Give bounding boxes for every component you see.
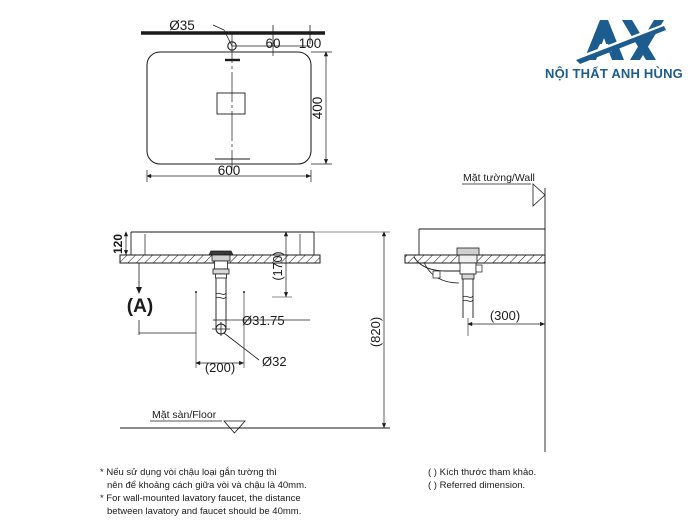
note-left-line-1: * Nếu sử dụng vòi chậu loại gắn tường th… bbox=[100, 467, 277, 478]
notes-left: * Nếu sử dụng vòi chậu loại gắn tường th… bbox=[100, 466, 307, 518]
brand-logo: NỘI THẤT ANH HÙNG bbox=[538, 14, 690, 86]
total-height-label: (820) bbox=[368, 317, 383, 347]
top-view-group bbox=[141, 24, 332, 182]
trap-height-label: (170) bbox=[271, 251, 285, 280]
basin-outline bbox=[146, 51, 312, 165]
note-right-line-2: ( ) Referred dimension. bbox=[428, 480, 526, 491]
trap-outlet-diameter-label: Ø32 bbox=[262, 354, 287, 369]
notes-right: ( ) Kích thước tham khảo. ( ) Referred d… bbox=[428, 466, 536, 492]
company-name: NỘI THẤT ANH HÙNG bbox=[545, 66, 683, 81]
floor-offset-label: (200) bbox=[205, 360, 235, 375]
top-view-hole-diameter-label: Ø35 bbox=[169, 18, 195, 33]
wall-label: Mặt tường/Wall bbox=[463, 172, 535, 184]
drain-square bbox=[216, 92, 246, 115]
top-view-offset-100-label: 100 bbox=[299, 36, 322, 51]
note-left-line-2: nên để khoảng cách giữa vòi và chậu là 4… bbox=[107, 480, 307, 491]
note-left-line-3: * For wall-mounted lavatory faucet, the … bbox=[100, 493, 301, 504]
top-view-offset-60-label: 60 bbox=[265, 36, 280, 51]
side-section-group bbox=[404, 183, 546, 452]
detail-marker-a-label: (A) bbox=[127, 296, 153, 317]
drain-pipe-diameter-label: Ø31.75 bbox=[242, 313, 285, 328]
top-view-width-label: 600 bbox=[218, 163, 241, 178]
basin-height-label: 120 bbox=[111, 234, 125, 254]
top-view-depth-label: 400 bbox=[310, 97, 325, 120]
wall-marker-triangle bbox=[532, 183, 546, 207]
floor-label: Mặt sàn/Floor bbox=[152, 409, 217, 421]
note-right-line-1: ( ) Kích thước tham khảo. bbox=[428, 467, 537, 478]
wall-distance-label: (300) bbox=[490, 308, 520, 323]
note-left-line-4: between lavatory and faucet should be 40… bbox=[107, 506, 302, 517]
front-section-group bbox=[119, 231, 390, 434]
anh-hung-a-mark-icon bbox=[574, 20, 668, 64]
floor-marker-triangle bbox=[223, 420, 246, 434]
